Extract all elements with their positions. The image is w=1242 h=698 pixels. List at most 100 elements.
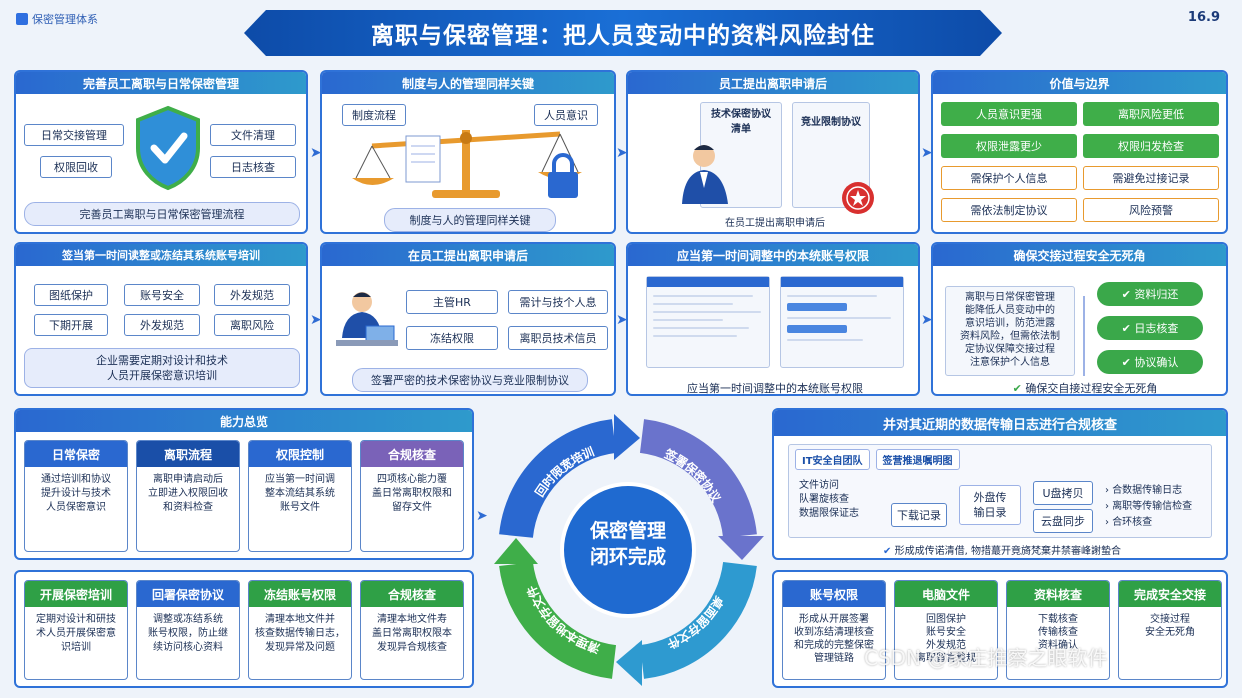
doc-non-compete: 竞业限制协议 — [792, 102, 870, 208]
check-item: ✔ 协议确认 — [1097, 350, 1203, 374]
panel-title: 签当第一时间读整或冻结其系统账号培训 — [16, 244, 306, 266]
tag-resign-tech-info: 离职员技术信员 — [508, 326, 608, 350]
arrow-right-icon: ➤ — [476, 508, 488, 524]
log-list: › 合数据传输日志 › 离职等传输信检查 › 合环核查 — [1105, 483, 1209, 531]
page-number: 16.9 — [1187, 10, 1220, 25]
panel-title: 能力总览 — [16, 410, 472, 432]
cycle-arc — [639, 561, 757, 679]
arrow-right-icon: ➤ — [616, 312, 628, 328]
step-card: 开展保密培训 定期对设计和研技 术人员开展保密意 识培训 — [24, 580, 128, 680]
tag-people-awareness: 人员意识 — [534, 104, 598, 126]
boundary-item: 需保护个人信息 — [941, 166, 1077, 190]
footer-pill: 签署严密的技术保密协议与竞业限制协议 — [352, 368, 588, 392]
panel-value-boundary: 价值与边界 人员意识更强 离职风险更低 权限泄露更少 权限归发检查 需保护个人信… — [931, 70, 1228, 234]
connector-line — [1083, 296, 1085, 376]
panel-title: 价值与边界 — [933, 72, 1226, 94]
caption: 应当第一时间调整中的本统账号权限 — [687, 382, 863, 395]
arrow-right-icon: ➤ — [310, 145, 322, 161]
panel-log-compliance: 并对其近期的数据传输日志进行合规核查 IT安全自团队 签营推退嘱明图 文件访问 … — [772, 408, 1228, 560]
tag-file-cleanup: 文件清理 — [210, 124, 296, 146]
caption: ✔ 形成成传诺清借, 物措蕞开竟旖梵棄井禁審峰謝蟄合 — [883, 546, 1121, 557]
panel-resign-application: 员工提出离职申请后 技术保密协议 清单 竞业限制协议 在员工提出离职申请后 — [626, 70, 920, 234]
list-item: › 合数据传输日志 — [1105, 485, 1183, 496]
step-card: 冻结账号权限 清理本地文件并 核查数据传输日志， 发现异常及问题 — [248, 580, 352, 680]
brand: 保密管理体系 — [16, 11, 98, 27]
center-title: 保密管理 闭环完成 — [589, 520, 666, 568]
footer-pill: 企业需要定期对设计和技术 人员开展保密意识培训 — [24, 348, 300, 388]
brand-label: 保密管理体系 — [32, 13, 98, 26]
panel-capability-overview: 能力总览 日常保密 通过培训和协议 提升设计与技术 人员保密意识 离职流程 离职… — [14, 408, 474, 560]
capability-card: 离职流程 离职申请启动后 立即进入权限回收 和资料检查 — [136, 440, 240, 552]
employee-icon — [682, 145, 728, 204]
seal-icon — [842, 182, 874, 214]
panel-title: 并对其近期的数据传输日志进行合规核查 — [774, 410, 1226, 436]
capability-card: 日常保密 通过培训和协议 提升设计与技术 人员保密意识 — [24, 440, 128, 552]
check-icon: ✔ — [1121, 355, 1135, 369]
arrow-right-icon: ➤ — [921, 145, 933, 161]
download-record-button[interactable]: 下载记录 — [891, 503, 947, 527]
panel-title: 完善员工离职与日常保密管理 — [16, 72, 306, 94]
usb-copy-button[interactable]: U盘拷贝 — [1033, 481, 1093, 505]
value-item: 权限泄露更少 — [941, 134, 1077, 158]
tag-freeze-permission: 冻结权限 — [406, 326, 498, 350]
summary-note: 离职与日常保密管理 能降低人员变动中的 意识培训，防范泄露 资料风险，但需依法制… — [945, 286, 1075, 376]
cycle-arc — [499, 561, 617, 679]
watermark: CSDN @家庄推察之眼软件 — [864, 646, 1108, 670]
tag-outbound-rule: 外发规范 — [214, 284, 290, 306]
closed-loop-cycle: 回时限宽培训 签署保密协议 桌面留存文件 清理本地留存文件 — [494, 414, 764, 686]
file-access-note: 文件访问 队署旋核查 数据限保证志 — [799, 480, 859, 519]
step-card: 完成安全交接 交接过程 安全无死角 — [1118, 580, 1222, 680]
check-circle-icon: ✔ — [883, 546, 895, 557]
caption: ✔ 确保交自接过程安全无死角 — [1012, 382, 1158, 395]
list-item: › 离职等传输信检查 — [1105, 501, 1193, 512]
tag-permission-recall: 权限回收 — [40, 156, 112, 178]
panel-title: 制度与人的管理同样关键 — [322, 72, 614, 94]
panel-system-and-people: 制度与人的管理同样关键 制度流程 人员意识 制度与人的管理同样关键 — [320, 70, 616, 234]
page-title: 离职与保密管理：把人员变动中的资料风险封住 — [244, 10, 1002, 56]
panel-title: 确保交接过程安全无死角 — [933, 244, 1226, 266]
caption: 在员工提出离职申请后 — [725, 218, 825, 229]
tag-supervisor-hr: 主管HR — [406, 290, 498, 314]
center-circle — [560, 482, 696, 618]
panel-safe-handover: 确保交接过程安全无死角 离职与日常保密管理 能降低人员变动中的 意识培训，防范泄… — [931, 242, 1228, 396]
value-item: 离职风险更低 — [1083, 102, 1219, 126]
brand-icon — [16, 13, 28, 25]
list-item: › 合环核查 — [1105, 517, 1153, 528]
shield-check-icon — [136, 105, 200, 191]
tag-next-period: 下期开展 — [34, 314, 108, 336]
value-item: 人员意识更强 — [941, 102, 1077, 126]
step-card: 回署保密协议 调整或冻结系统 账号权限，防止继 续访问核心资料 — [136, 580, 240, 680]
employee-desk-icon — [336, 292, 398, 346]
arrow-right-icon: ➤ — [921, 312, 933, 328]
tag-log-check: 日志核查 — [210, 156, 296, 178]
footer-pill: 完善员工离职与日常保密管理流程 — [24, 202, 300, 226]
arc-arrowhead — [616, 640, 642, 686]
panel-title: 员工提出离职申请后 — [628, 72, 918, 94]
log-screen: IT安全自团队 签营推退嘱明图 文件访问 队署旋核查 数据限保证志 下载记录 外… — [788, 444, 1212, 538]
boundary-item: 风险预警 — [1083, 198, 1219, 222]
tab-it-team[interactable]: IT安全自团队 — [795, 449, 870, 470]
panel-resign-management: 完善员工离职与日常保密管理 日常交接管理 权限回收 文件清理 日志核查 完善员工… — [14, 70, 308, 234]
panel-title: 应当第一时间调整中的本统账号权限 — [628, 244, 918, 266]
doc-title: 竞业限制协议 — [801, 116, 861, 128]
arc-arrowhead — [494, 538, 538, 564]
step-card: 电脑文件 回图保护 账号安全 外发规范 离职留言整规 — [894, 580, 998, 680]
tab-resign-list[interactable]: 签营推退嘱明图 — [875, 449, 960, 470]
footer-pill: 制度与人的管理同样关键 — [384, 208, 556, 232]
boundary-item: 需依法制定协议 — [941, 198, 1077, 222]
panel-final-steps: 账号权限 形成从开展签署 收到冻结清理核查 和完成的完整保密 管理链路 电脑文件… — [772, 570, 1228, 688]
arc-arrowhead — [614, 414, 640, 460]
capability-card: 合规核查 四项核心能力覆 盖日常离职权限和 留存文件 — [360, 440, 464, 552]
cloud-sync-button[interactable]: 云盘同步 — [1033, 509, 1093, 533]
arrow-right-icon: ➤ — [310, 312, 322, 328]
arrow-right-icon: ➤ — [616, 145, 628, 161]
cycle-arc — [499, 419, 617, 539]
step-card: 合规核查 清理本地文件寿 盖日常离职权限本 发现异合规核查 — [360, 580, 464, 680]
tag-system-process: 制度流程 — [342, 104, 406, 126]
tag-drawing-protect: 图纸保护 — [34, 284, 108, 306]
doc-title: 技术保密协议 清单 — [711, 109, 771, 135]
tag-audit-info: 需计与技个人息 — [508, 290, 608, 314]
check-circle-icon: ✔ — [1012, 382, 1026, 395]
cycle-arc — [639, 419, 757, 539]
step-card: 资料核查 下载核查 传输核查 资料确认 — [1006, 580, 1110, 680]
